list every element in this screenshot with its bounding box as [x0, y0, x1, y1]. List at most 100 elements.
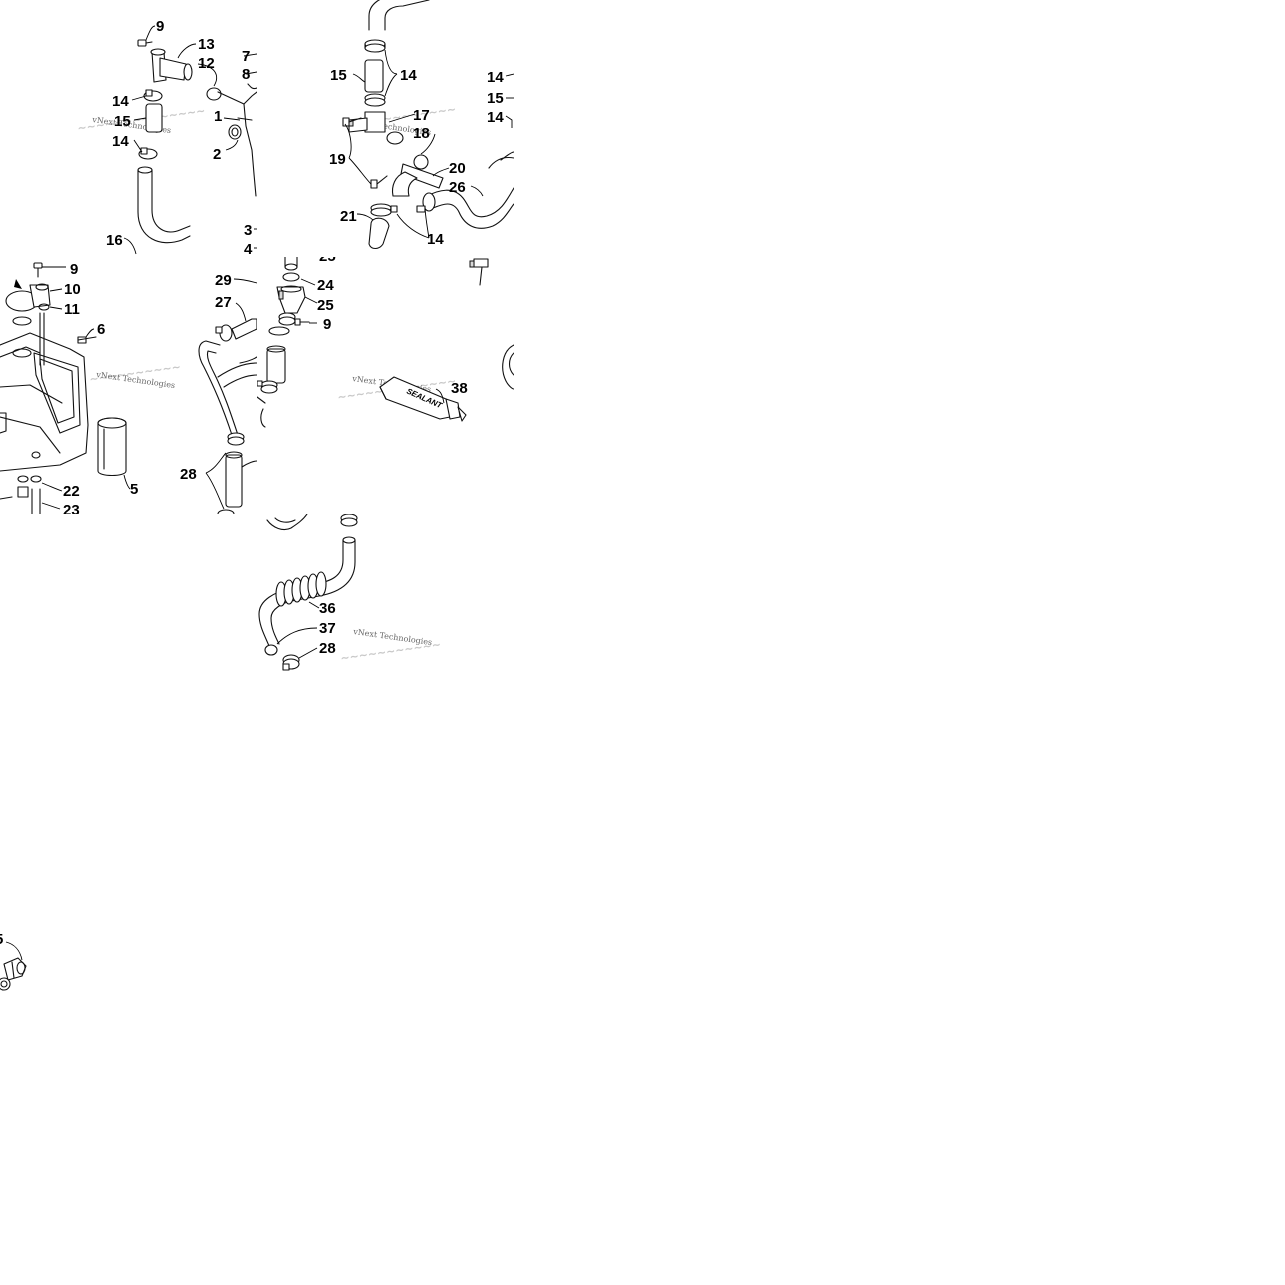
clamp-part	[143, 89, 163, 102]
clamp-part	[227, 432, 245, 446]
diagram-tile-corner: 5	[0, 920, 40, 1000]
hose-segment-part	[225, 454, 243, 508]
hose-segment-part	[266, 348, 286, 384]
callout-9: 9	[156, 18, 164, 35]
callout-3: 3	[244, 222, 252, 239]
right-strip-drawing: 14 15 14	[487, 69, 514, 128]
callout-21: 21	[340, 208, 357, 225]
callout-6: 6	[97, 321, 105, 338]
callout-29: 29	[215, 272, 232, 289]
clamp-part	[364, 93, 386, 107]
callout-23: 23	[63, 502, 80, 514]
callout-2: 2	[213, 146, 221, 163]
clamp-part	[282, 654, 300, 671]
o-ring-part	[413, 154, 429, 170]
cooler-hose-part	[258, 539, 344, 647]
screw-part	[33, 262, 43, 278]
filler-cap-part	[5, 279, 51, 312]
hose-segment-part	[145, 103, 163, 133]
upper-hose-part	[368, 0, 381, 31]
callout-14: 14	[400, 67, 417, 84]
oil-tank-part	[0, 332, 89, 472]
watermark: ~~~~~~~~~~~~ vNext Technologies	[340, 627, 440, 665]
clamp-part	[138, 147, 158, 160]
sealant-tube-part: SEALANT	[379, 376, 467, 422]
diagram-tile-mid-strip: 3 4	[240, 220, 257, 257]
diagram-tile-lower-hoses: 29 27 28	[180, 257, 257, 514]
diagram-tile-upper-hoses: ~~~~~~~~~~~~ vNext Technologies	[257, 0, 514, 257]
sealant-drawing: ~~~~~~~~~~~~~ vNext Technologies SEALANT	[337, 258, 514, 422]
lower-hoses-drawing: 29 27 28	[180, 272, 257, 514]
fitting-part	[264, 644, 278, 656]
bolt-part	[77, 336, 97, 344]
clamp-part	[268, 312, 296, 336]
callout-22: 22	[63, 483, 80, 500]
tank-drawing: ~~~~~~~~~~~ vNext Technologies	[0, 261, 180, 514]
o-ring-part	[38, 303, 50, 311]
callout-12: 12	[198, 55, 215, 72]
callout-7: 7	[242, 48, 250, 65]
watermark: ~~~~~~~~~~~ vNext Technologies	[89, 359, 180, 390]
callout-27: 27	[215, 294, 232, 311]
diagram-tile-lower-right: 25 24 25 9	[257, 257, 350, 430]
screw-part	[137, 39, 153, 47]
lower-right-drawing: 25 24 25 9	[257, 257, 336, 428]
callout-14: 14	[112, 133, 129, 150]
adapter-part	[368, 203, 398, 250]
callout-20: 20	[449, 160, 466, 177]
callout-9: 9	[70, 261, 78, 278]
upper-hoses-drawing: ~~~~~~~~~~~~ vNext Technologies	[329, 0, 514, 250]
callout-5: 5	[130, 481, 138, 498]
diagram-tile-right-strip: 14 15 14	[484, 60, 514, 140]
cooler-fins-part	[275, 571, 327, 607]
callout-28: 28	[319, 640, 336, 657]
fitting-part	[3, 957, 27, 981]
callout-9: 9	[323, 316, 331, 333]
corner-drawing: 5	[0, 931, 27, 991]
callout-14: 14	[487, 69, 504, 86]
tee-fitting-part	[346, 111, 404, 145]
fitting-part	[469, 258, 489, 286]
callout-28: 28	[180, 466, 197, 483]
clamp-part	[364, 39, 386, 53]
callout-37: 37	[319, 620, 336, 637]
screw-part	[294, 318, 310, 326]
callout-10: 10	[64, 281, 81, 298]
clamp-part	[340, 514, 358, 527]
callout-25: 25	[319, 257, 336, 265]
oil-fill-drawing: ~~~~~~~~~~~~~~ vNext Technologies	[77, 18, 257, 255]
watermark: ~~~~~~~~~~~~~~ vNext Technologies	[77, 104, 207, 135]
callout-38: 38	[451, 380, 468, 397]
hose-26-part	[426, 187, 514, 218]
elbow-fitting-part	[276, 285, 306, 314]
callout-25: 25	[317, 297, 334, 314]
cooler-drawing: ~~~~~~~~~~~~ vNext Technologies	[258, 514, 440, 671]
hose-segment-part	[364, 59, 384, 93]
clamp-part	[257, 380, 278, 394]
filter-part	[97, 417, 127, 477]
callout-14: 14	[487, 109, 504, 126]
callout-17: 17	[413, 107, 430, 124]
callout-14: 14	[112, 93, 129, 110]
callout-19: 19	[329, 151, 346, 168]
callout-5: 5	[0, 931, 3, 948]
callout-18: 18	[413, 125, 430, 142]
o-ring-part	[282, 272, 300, 282]
callout-1: 1	[214, 108, 222, 125]
callout-14: 14	[427, 231, 444, 248]
long-hose-part	[137, 169, 191, 244]
callout-8: 8	[242, 66, 250, 83]
callout-26: 26	[449, 179, 466, 196]
callout-15: 15	[330, 67, 347, 84]
elbow-part	[391, 163, 444, 197]
clamp-part	[0, 977, 11, 991]
elbow-fitting-part	[150, 48, 193, 83]
curved-hose-part	[198, 340, 233, 436]
clamp-part	[215, 324, 233, 342]
callout-36: 36	[319, 600, 336, 617]
callout-4: 4	[244, 241, 253, 257]
callout-15: 15	[487, 90, 504, 107]
grommet-part	[228, 124, 242, 140]
callout-15: 15	[114, 113, 131, 130]
